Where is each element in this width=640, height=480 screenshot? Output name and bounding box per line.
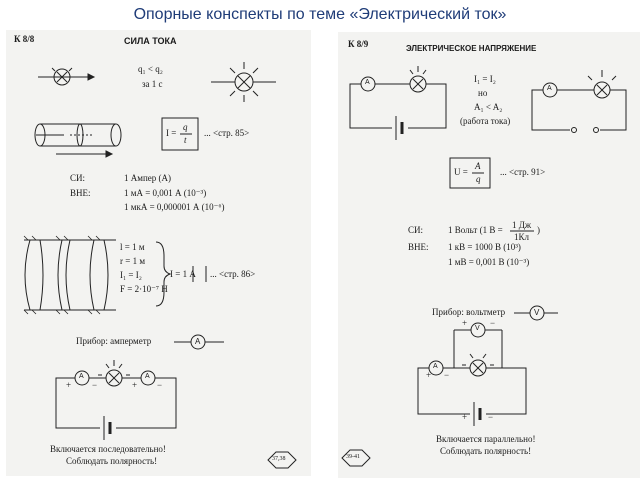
ammeter-symbol-2: A (547, 85, 552, 92)
formula-numerator: q (183, 122, 188, 132)
minus-sign: − (490, 318, 496, 328)
page-reference-86: ... <стр. 86> (210, 269, 256, 279)
footer-polarity: Соблюдать полярность! (66, 456, 158, 466)
formula-lhs: U = (454, 167, 468, 177)
card-heading: СИЛА ТОКА (124, 36, 177, 46)
charge-comparison: q₁ < q₂ (138, 64, 163, 74)
page-current-strength: К 8/8 СИЛА ТОКА q₁ < q₂ за 1 с I = q t .… (6, 30, 311, 476)
si-label: СИ: (408, 225, 424, 235)
si-coulomb: 1Кл (514, 232, 529, 242)
footer-series: Включается последовательно! (50, 444, 166, 454)
footer-parallel: Включается параллельно! (436, 434, 536, 444)
voltage-drawings (341, 66, 627, 467)
plus-sign-3: + (462, 412, 468, 422)
si-label: СИ: (70, 173, 86, 183)
formula-numerator: A (475, 161, 481, 171)
minus-sign-2: − (444, 370, 450, 380)
si-unit-volt: 1 Вольт (1 В = (448, 225, 503, 235)
minus-sign-3: − (488, 412, 494, 422)
device-ammeter: Прибор: амперметр (76, 336, 152, 346)
ammeter-symbol-circuit-2: A (145, 373, 150, 380)
formula-lhs: I = (166, 128, 177, 138)
vne-label: ВНЕ: (70, 188, 91, 198)
vne-kilovolt: 1 кВ = 1000 В (10³) (448, 242, 521, 252)
ampere-definition: I = 1 А (170, 269, 196, 279)
si-joule: 1 Дж (512, 220, 532, 230)
plus-sign-2: + (132, 380, 138, 390)
ammeter-symbol: A (195, 337, 201, 346)
page-reference-85: ... <стр. 85> (204, 128, 250, 138)
ammeter-symbol-circuit: A (433, 363, 438, 370)
work-label: (работа тока) (460, 116, 511, 126)
ammeter-symbol-circuit: A (79, 373, 84, 380)
si-unit-ampere: 1 Ампер (А) (124, 173, 171, 183)
card-code: К 8/9 (348, 39, 369, 49)
page-reference-91: ... <стр. 91> (500, 167, 546, 177)
voltmeter-symbol: V (534, 308, 540, 317)
vne-millivolt: 1 мВ = 0,001 В (10⁻³) (448, 257, 530, 267)
current-strength-drawings (23, 62, 297, 469)
si-close: ) (537, 225, 540, 235)
wire-currents: I₁ = I₂ (120, 270, 142, 280)
vne-microampere: 1 мкА = 0,000001 А (10⁻⁶) (124, 202, 225, 212)
vne-label: ВНЕ: (408, 242, 429, 252)
plus-sign-2: + (426, 370, 432, 380)
work-comparison: A₁ < A₂ (474, 102, 503, 112)
page-number: 37,38 (272, 456, 286, 462)
vne-milliampere: 1 мА = 0,001 А (10⁻³) (124, 188, 207, 198)
minus-sign: − (92, 380, 98, 390)
page-voltage: К 8/9 ЭЛЕКТРИЧЕСКОЕ НАПРЯЖЕНИЕ A A I₁ = … (338, 32, 640, 478)
card-code: К 8/8 (14, 34, 35, 44)
wire-distance: r = 1 м (120, 256, 146, 266)
current-equality: I₁ = I₂ (474, 74, 496, 84)
plus-sign: + (66, 380, 72, 390)
slide-title: Опорные конспекты по теме «Электрический… (133, 6, 507, 23)
voltmeter-symbol-circuit: V (475, 325, 480, 332)
ammeter-symbol-1: A (365, 79, 370, 86)
card-heading: ЭЛЕКТРИЧЕСКОЕ НАПРЯЖЕНИЕ (406, 44, 537, 53)
formula-denominator: t (184, 135, 187, 145)
time-interval: за 1 с (142, 79, 163, 89)
wire-length: l = 1 м (120, 242, 145, 252)
formula-denominator: q (476, 174, 481, 184)
plus-sign: + (462, 318, 468, 328)
but-word: но (478, 88, 488, 98)
minus-sign-2: − (157, 380, 163, 390)
wire-force: F = 2·10⁻⁷ Н (120, 284, 168, 294)
page-number: 39-41 (346, 454, 360, 460)
device-voltmeter: Прибор: вольтметр (432, 307, 506, 317)
footer-polarity: Соблюдать полярность! (440, 446, 532, 456)
